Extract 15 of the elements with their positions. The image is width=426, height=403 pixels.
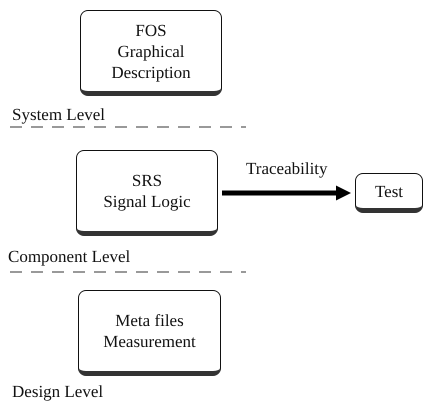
level-label: System Level [12,105,106,125]
process-box [76,150,218,236]
node-text: FOS [135,20,167,40]
edge-label: Traceability [244,159,330,179]
node-text: Test [374,180,404,202]
level-label: Component Level [8,247,130,267]
arrow [222,186,351,200]
node-text: Meta files Measurement [102,310,197,352]
node-text: Signal Logic [103,191,191,212]
process-box [355,173,423,213]
process-box [78,290,221,376]
process-box [80,10,222,96]
node-text: Graphical Description [110,40,192,82]
level-label: Design Level [12,382,104,402]
node-text: SRS [132,170,162,191]
